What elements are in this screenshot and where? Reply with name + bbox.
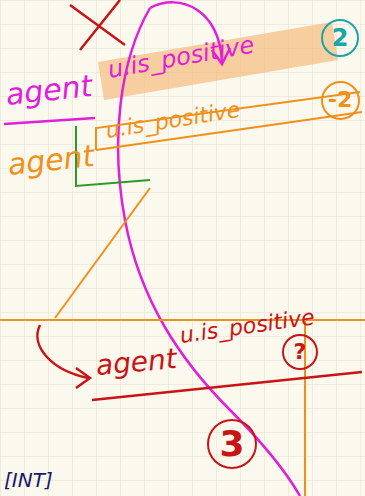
highlight-band [98, 22, 338, 100]
underline [4, 118, 95, 124]
circled-value: 3 [219, 426, 244, 462]
circled-value: 2 [332, 26, 349, 50]
divider-line [55, 188, 150, 318]
circled-value: -2 [328, 89, 352, 111]
keyword-text: agent [4, 71, 93, 110]
arrow-head [76, 368, 90, 388]
circled-number: 3 [207, 419, 257, 469]
keyword-text: agent [6, 141, 95, 180]
circled-number: -2 [321, 81, 360, 120]
loop-line [118, 8, 300, 496]
note-text: [INT] [4, 470, 53, 490]
circled-number: 2 [321, 19, 359, 57]
circled-value: ? [294, 341, 307, 363]
circled-number: ? [282, 334, 318, 370]
cross-mark [70, 0, 125, 50]
keyword-text: agent [95, 345, 178, 380]
